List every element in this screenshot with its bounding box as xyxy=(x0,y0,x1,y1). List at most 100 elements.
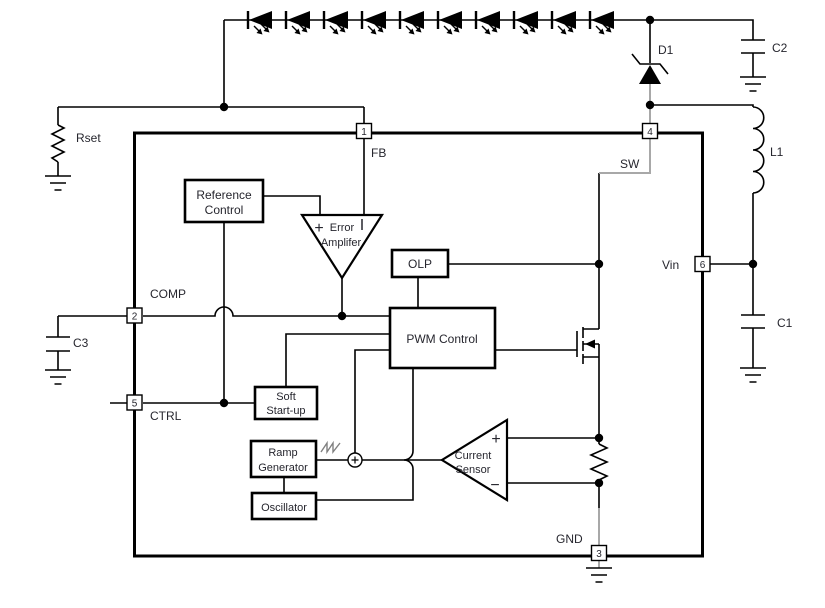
c1-plates xyxy=(741,314,765,329)
summing-plus-sign xyxy=(351,456,359,464)
led-7 xyxy=(474,9,502,36)
junction-olp-drain xyxy=(594,259,604,269)
pin-2-comp: 2 COMP xyxy=(126,287,186,324)
soft-startup-label-2: Start-up xyxy=(266,405,305,417)
pin-5-number: 5 xyxy=(132,398,138,409)
pin-fb-label: FB xyxy=(371,146,386,160)
soft-startup-box xyxy=(253,385,319,421)
mosfet-switch xyxy=(576,327,595,364)
capacitor-c2: C2 xyxy=(739,39,788,92)
pin-1-fb: 1 FB xyxy=(355,122,386,160)
pin-1-box xyxy=(355,122,373,140)
d1-label: D1 xyxy=(658,43,674,57)
junction-comp-node xyxy=(337,311,347,321)
ramp-generator-label-2: Generator xyxy=(258,462,308,474)
junction-d1-l1 xyxy=(645,100,655,110)
wire-comp-left xyxy=(57,315,127,370)
pin-6-number: 6 xyxy=(700,260,706,271)
wires xyxy=(57,19,754,508)
led-2 xyxy=(284,9,312,36)
mosfet-body-arrow xyxy=(585,339,595,349)
junction-sense-top xyxy=(594,433,604,443)
pin-sw-label: SW xyxy=(620,157,640,171)
rset-ground xyxy=(44,175,72,191)
wire-olp xyxy=(417,263,599,308)
wire-ref-out xyxy=(263,195,321,215)
wire-cs-inputs xyxy=(507,437,599,484)
junction-led-c2 xyxy=(645,15,655,25)
gnd-pin-ground xyxy=(585,567,613,583)
reference-control-label-2: Control xyxy=(205,203,244,217)
ic-pins: 1 FB 4 SW 6 Vin 2 COMP 5 CTRL 3 GND xyxy=(126,122,711,562)
pwm-control-label: PWM Control xyxy=(406,332,477,346)
c3-plates xyxy=(46,336,70,352)
wire-vin xyxy=(710,263,754,368)
zener-d1: D1 xyxy=(631,43,674,84)
ic-boundary xyxy=(133,131,704,558)
pin-5-box xyxy=(126,394,143,411)
olp-label: OLP xyxy=(408,257,432,271)
c1-label: C1 xyxy=(777,316,793,330)
led-1 xyxy=(246,9,274,36)
ramp-generator-box xyxy=(249,439,318,479)
led-5 xyxy=(398,9,426,36)
capacitor-c3: C3 xyxy=(44,336,89,385)
capacitor-c1: C1 xyxy=(739,314,793,383)
rset-resistor: Rset xyxy=(44,124,101,191)
l1-coil xyxy=(752,106,765,194)
block-oscillator: Oscillator xyxy=(250,491,318,521)
c2-label: C2 xyxy=(772,41,788,55)
summing-node xyxy=(320,440,363,468)
pin-ctrl-label: CTRL xyxy=(150,409,182,423)
wire-soft-pwm xyxy=(285,333,390,387)
zener-anode-triangle xyxy=(639,65,661,84)
block-pwm-control: PWM Control xyxy=(388,306,497,370)
led-3 xyxy=(322,9,350,36)
current-sensor-label-1: Current xyxy=(455,450,492,462)
junction-fb-rail xyxy=(219,102,229,112)
wire-summing xyxy=(316,349,442,461)
pin-5-ctrl: 5 CTRL xyxy=(126,394,182,423)
junction-ctrl-node xyxy=(219,398,229,408)
current-sensor-label-2: Sensor xyxy=(456,464,491,476)
current-sensor-triangle xyxy=(439,418,509,502)
junction-sense-bottom xyxy=(594,478,604,488)
wire-comp-right xyxy=(143,306,390,317)
block-soft-startup: Soft Start-up xyxy=(253,385,319,421)
led-string xyxy=(246,9,616,36)
current-sensor-minus-sign: − xyxy=(490,477,499,494)
error-amp-label-2: Amplifer xyxy=(321,237,362,249)
c2-ground xyxy=(739,76,767,92)
led-10 xyxy=(588,9,616,36)
pin-6-vin: 6 Vin xyxy=(662,255,711,273)
block-error-amplifier: + Error Amplifer xyxy=(299,213,385,281)
olp-box xyxy=(390,248,450,279)
led-8 xyxy=(512,9,540,36)
pin-3-gnd: 3 GND xyxy=(556,532,608,562)
c1-ground xyxy=(739,367,767,383)
junction-dots xyxy=(219,15,758,488)
l1-label: L1 xyxy=(770,145,784,159)
pin-2-number: 2 xyxy=(132,311,138,322)
pin-4-box xyxy=(641,122,659,140)
block-olp: OLP xyxy=(390,248,450,279)
oscillator-label: Oscillator xyxy=(261,502,307,514)
pin-6-box xyxy=(694,255,711,273)
pin-3-number: 3 xyxy=(596,549,602,560)
pwm-control-box xyxy=(388,306,497,370)
sense-resistor-zigzag xyxy=(589,443,609,481)
sense-resistor xyxy=(585,443,613,583)
ramp-waveform-icon xyxy=(320,440,341,455)
led-6 xyxy=(436,9,464,36)
pin-comp-label: COMP xyxy=(150,287,186,301)
pin-vin-label: Vin xyxy=(662,258,679,272)
error-amp-label-1: Error xyxy=(330,222,355,234)
pin-3-box xyxy=(590,544,608,562)
oscillator-box xyxy=(250,491,318,521)
pin-2-box xyxy=(126,307,143,324)
rset-label: Rset xyxy=(76,131,101,145)
pin-gnd-label: GND xyxy=(556,532,583,546)
wire-fb-rail xyxy=(58,20,365,123)
pin-1-number: 1 xyxy=(361,127,367,138)
